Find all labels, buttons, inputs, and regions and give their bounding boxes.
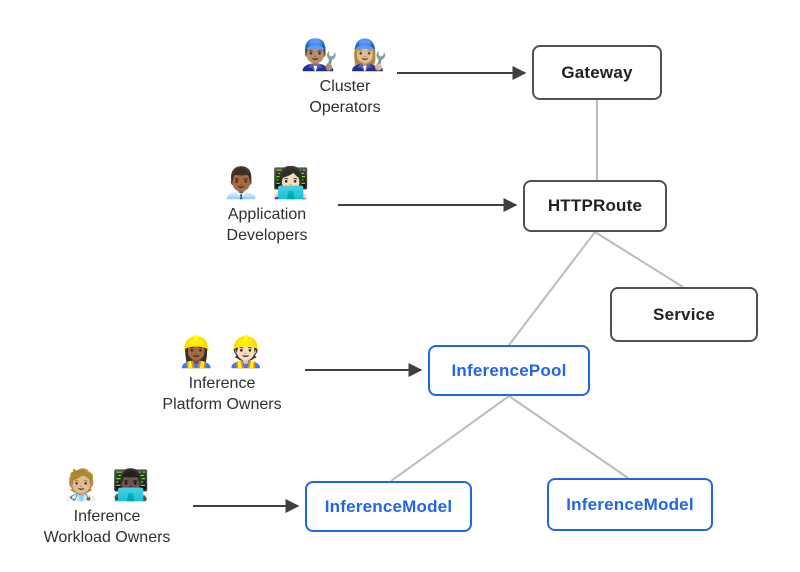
persona-cluster-operators-label: Cluster Operators: [235, 76, 455, 118]
persona-label-line: Inference: [73, 508, 141, 525]
connector-httproute-inferencepool: [508, 231, 596, 346]
persona-label-line: Platform Owners: [162, 396, 282, 413]
inference-platform-owners-emoji-icon: 👷🏾‍♀️ 👷🏻: [177, 336, 267, 369]
persona-label-line: Inference: [188, 375, 256, 392]
cluster-operators-emoji-icon: 👨🏽‍🔧 👩🏼‍🔧: [300, 39, 390, 72]
connector-httproute-service: [594, 231, 684, 288]
persona-label-line: Cluster: [319, 78, 371, 95]
persona-label-line: Operators: [309, 99, 381, 116]
persona-application-developers-label: Application Developers: [157, 204, 377, 246]
persona-label-line: Application: [227, 206, 307, 223]
persona-application-developers: 👨🏾‍💼 👩🏻‍💻 Application Developers: [157, 166, 377, 246]
persona-inference-workload-owners: 🧑🏼‍⚕️ 👨🏿‍💻 Inference Workload Owners: [0, 468, 217, 548]
persona-inference-platform-owners: 👷🏾‍♀️ 👷🏻 Inference Platform Owners: [112, 335, 332, 415]
inference-workload-owners-emoji-icon: 🧑🏼‍⚕️ 👨🏿‍💻: [62, 469, 152, 502]
node-inference-pool: InferencePool: [428, 345, 590, 396]
node-service: Service: [610, 287, 758, 342]
node-gateway: Gateway: [532, 45, 662, 100]
persona-inference-platform-owners-label: Inference Platform Owners: [112, 373, 332, 415]
persona-label-line: Workload Owners: [43, 529, 171, 546]
node-httproute: HTTPRoute: [523, 180, 667, 232]
node-inference-model-left: InferenceModel: [305, 481, 472, 532]
connector-inferencepool-inferencemodel-left: [390, 395, 510, 482]
node-inference-model-right: InferenceModel: [547, 478, 713, 531]
application-developers-emoji-icon: 👨🏾‍💼 👩🏻‍💻: [222, 167, 312, 200]
persona-inference-workload-owners-label: Inference Workload Owners: [0, 506, 217, 548]
persona-cluster-operators: 👨🏽‍🔧 👩🏼‍🔧 Cluster Operators: [235, 38, 455, 118]
persona-label-line: Developers: [226, 227, 308, 244]
connector-inferencepool-inferencemodel-right: [508, 395, 629, 479]
